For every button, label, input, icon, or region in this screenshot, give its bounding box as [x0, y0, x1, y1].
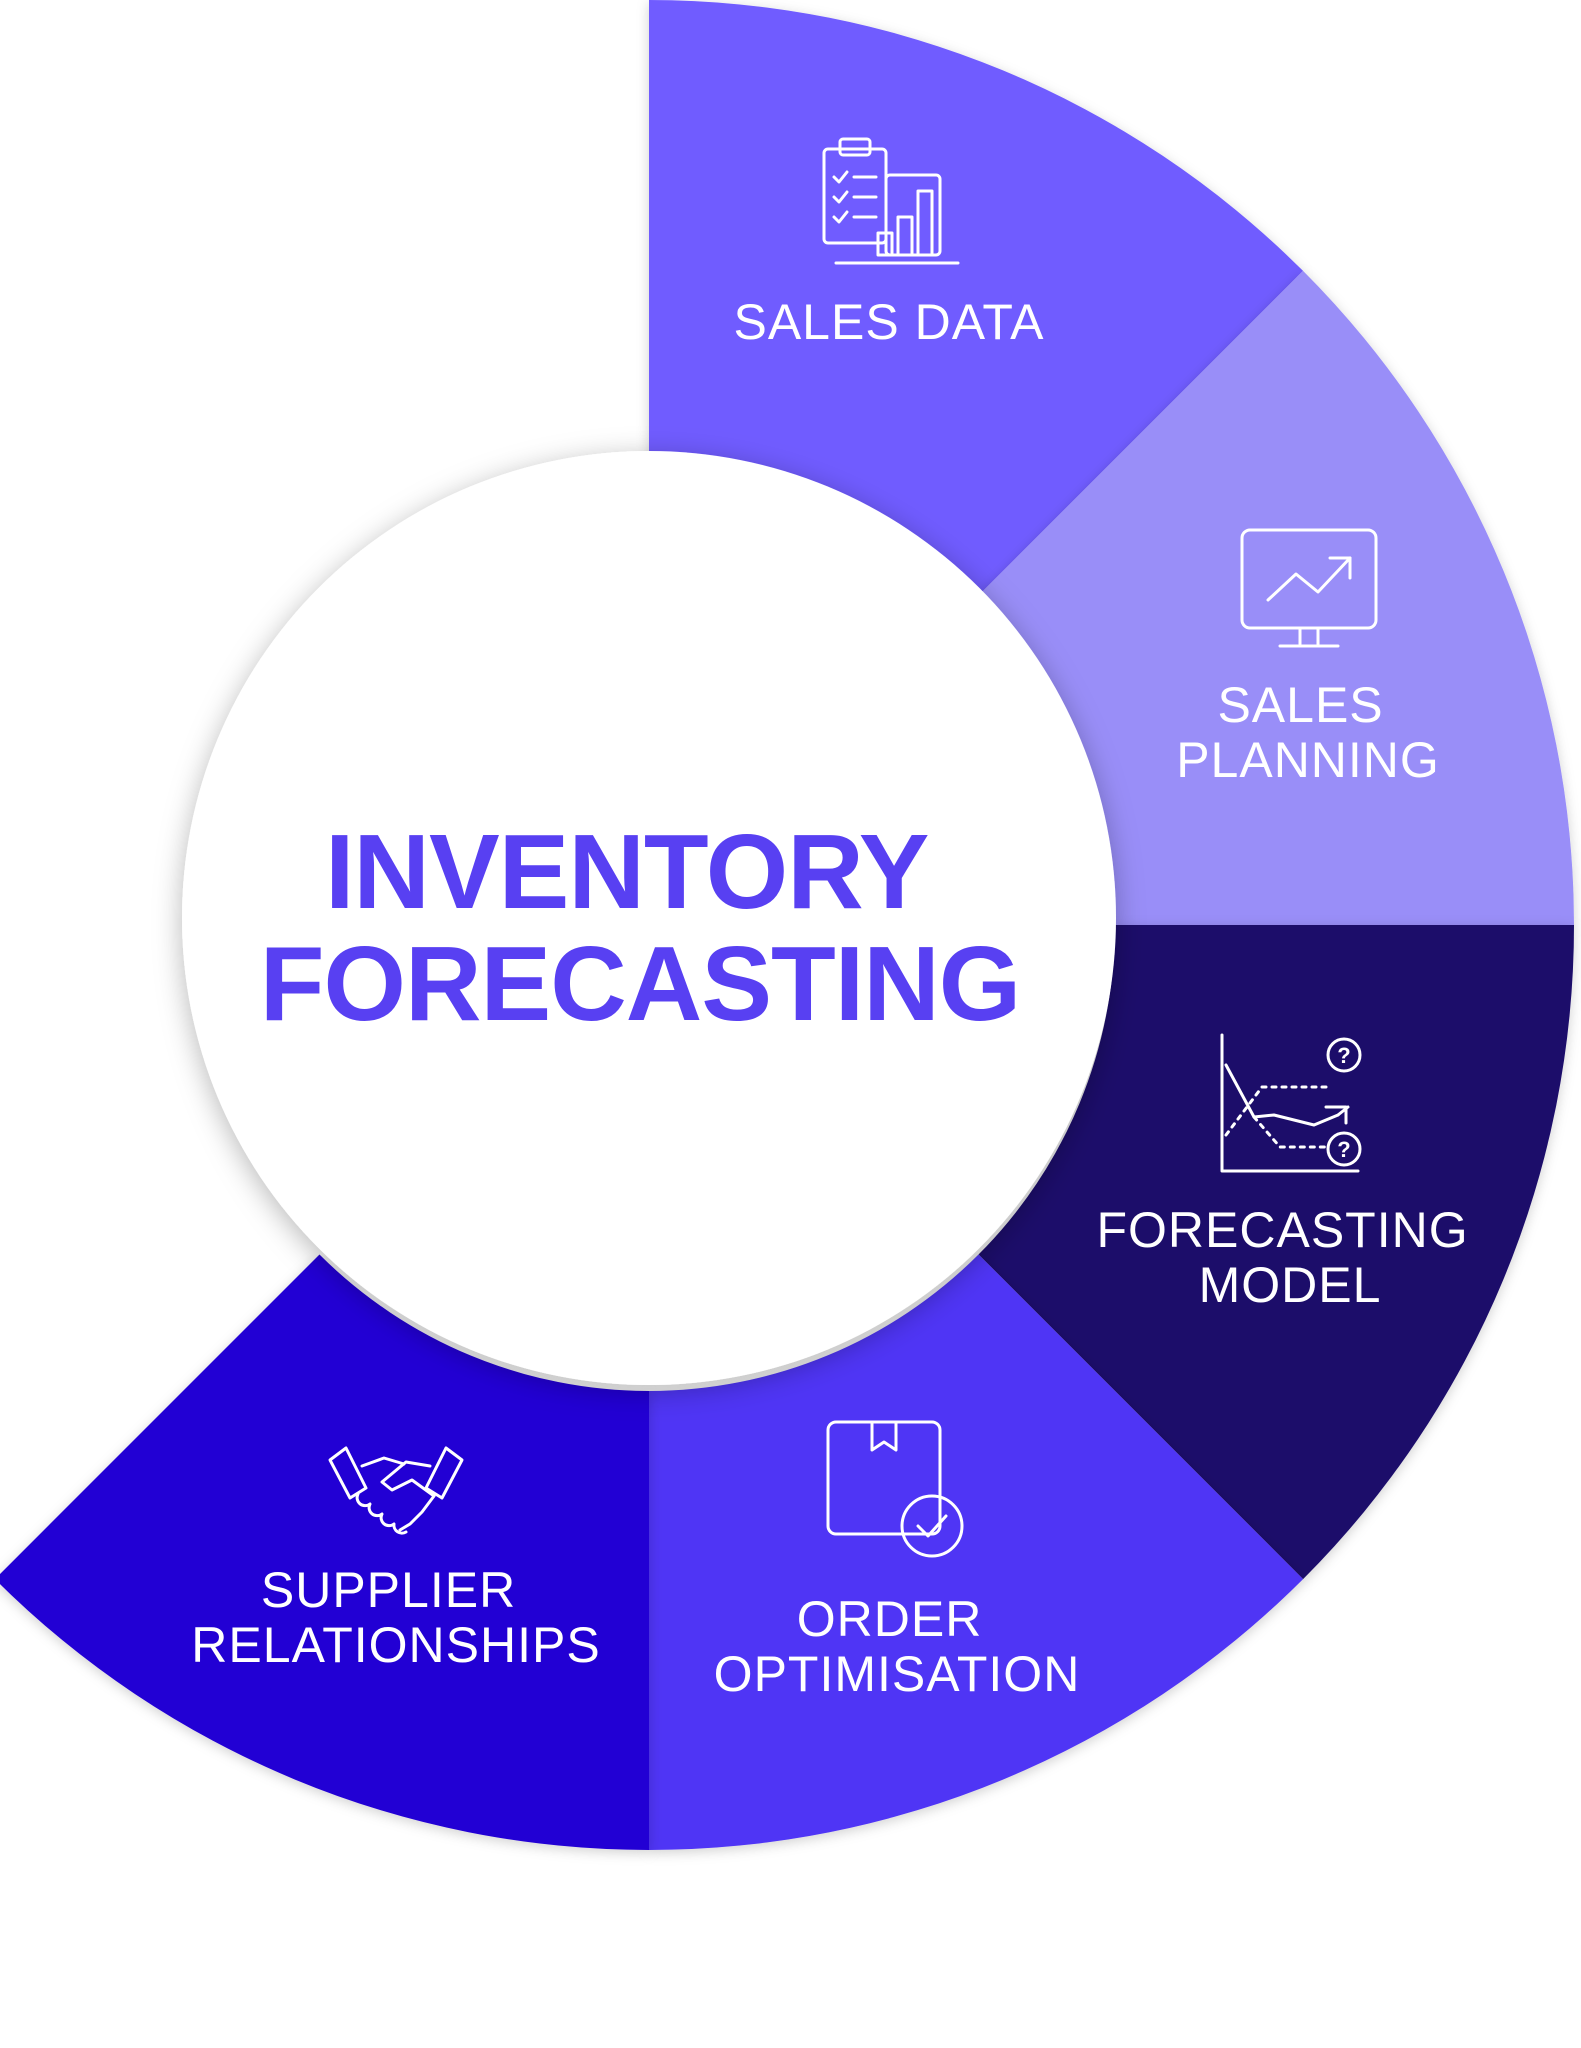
- handshake-icon: [328, 1446, 464, 1535]
- center-title-line-2: FORECASTING: [260, 925, 1020, 1043]
- ring-segment-forecasting-model: [978, 925, 1574, 1580]
- forecast-graph-icon: ? ?: [1220, 1033, 1362, 1173]
- ring-segment-order-optimisation: [649, 1254, 1304, 1850]
- svg-text:?: ?: [1337, 1043, 1350, 1068]
- ring-segment-supplier-relationships: [0, 1254, 649, 1850]
- segment-label-supplier-relationships: SUPPLIER RELATIONSHIPS: [191, 1562, 600, 1673]
- clipboard-chart-icon: [822, 137, 960, 265]
- ring-segment-sales-data: [649, 0, 1304, 596]
- segment-label-order-optimisation: ORDER OPTIMISATION: [714, 1591, 1081, 1702]
- segment-label-sales-data: SALES DATA: [733, 294, 1044, 350]
- segment-label-forecasting-model: FORECASTING MODEL: [1096, 1202, 1483, 1313]
- monitor-trend-icon: [1240, 528, 1378, 648]
- center-title: INVENTORY FORECASTING: [260, 813, 1020, 1043]
- segment-label-sales-planning: SALES PLANNING: [1176, 677, 1440, 788]
- ring-segment-sales-planning: [978, 270, 1574, 925]
- box-check-icon: [826, 1420, 964, 1558]
- svg-text:?: ?: [1337, 1137, 1350, 1162]
- center-circle: [182, 451, 1116, 1385]
- center-title-line-1: INVENTORY: [325, 813, 928, 931]
